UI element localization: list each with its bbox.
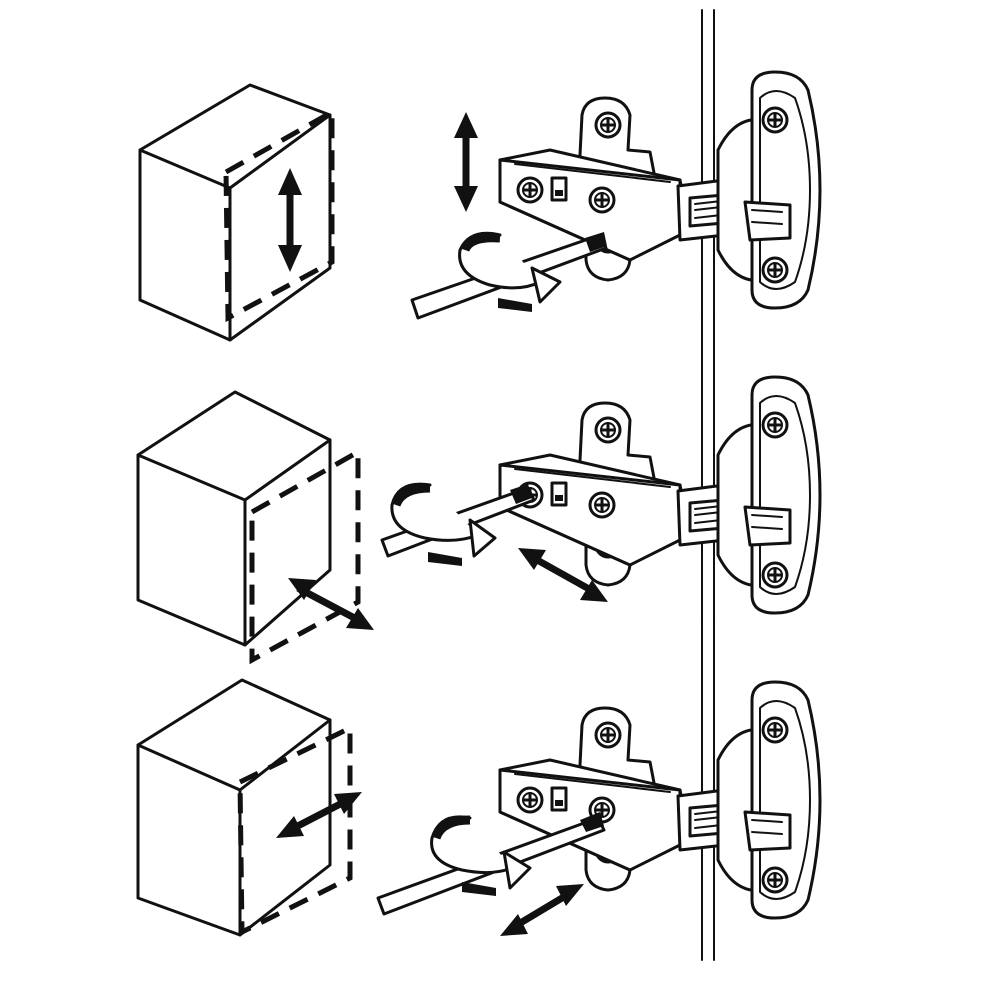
vertical-arrow-icon: [454, 112, 478, 212]
step-side-adjustment: [136, 620, 820, 960]
hinge-assembly: [500, 315, 820, 655]
horizontal-arrow-icon: [276, 792, 362, 838]
step-height-adjustment: [138, 10, 820, 350]
door-outline-dashed: [223, 107, 335, 323]
cabinet-box: [136, 678, 332, 937]
horizontal-arrow-icon: [500, 884, 584, 936]
cabinet-box: [138, 83, 332, 342]
depth-arrow-icon: [288, 578, 374, 630]
step-depth-adjustment: [136, 315, 820, 665]
rotate-arrow-icon: [430, 815, 532, 896]
cabinet-box: [136, 390, 332, 647]
door-outline-dashed: [249, 447, 361, 665]
rotate-arrow-icon: [390, 482, 497, 566]
depth-arrow-icon: [518, 548, 608, 602]
hinge-assembly: [500, 10, 820, 350]
vertical-arrow-icon: [278, 168, 302, 272]
rotate-arrow-icon: [458, 231, 562, 312]
door-outline-dashed: [237, 723, 353, 937]
